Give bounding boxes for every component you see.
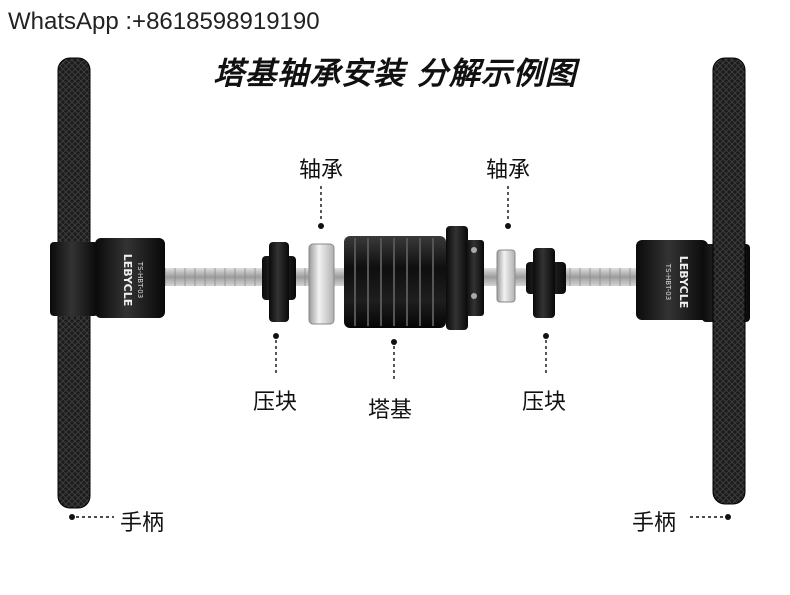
whatsapp-contact: WhatsApp :+8618598919190: [8, 8, 320, 35]
label-handle-left: 手柄: [120, 511, 165, 536]
diagram-title: 塔基轴承安装 分解示例图: [213, 56, 577, 92]
callout-bearing-right: [505, 186, 511, 229]
right-model-text: TS-HBT-03: [664, 263, 672, 300]
label-handle-right: 手柄: [632, 511, 677, 536]
label-bearing-left: 轴承: [299, 158, 344, 183]
freehub-body-part: [344, 226, 484, 330]
right-handle: [712, 57, 746, 505]
callout-freehub: [391, 339, 397, 382]
right-brand-text: LEBYCLE: [677, 256, 690, 308]
label-press-block-left: 压块: [253, 390, 298, 415]
left-press-block: [262, 242, 296, 322]
callout-press-left: [273, 333, 279, 376]
left-brand-text: LEBYCLE: [121, 254, 134, 306]
label-press-block-right: 压块: [522, 390, 567, 415]
right-press-block: [526, 248, 566, 318]
callout-handle-left: [69, 514, 114, 520]
right-bearing: [496, 249, 516, 303]
callout-press-right: [543, 333, 549, 376]
label-bearing-right: 轴承: [486, 158, 531, 183]
callout-bearing-left: [318, 186, 324, 229]
left-tool-body: LEBYCLE TS-HBT-03: [50, 238, 165, 318]
label-freehub-body: 塔基: [368, 398, 413, 423]
left-bearing: [308, 243, 335, 325]
callout-handle-right: [690, 514, 731, 520]
left-model-text: TS-HBT-03: [136, 261, 144, 298]
